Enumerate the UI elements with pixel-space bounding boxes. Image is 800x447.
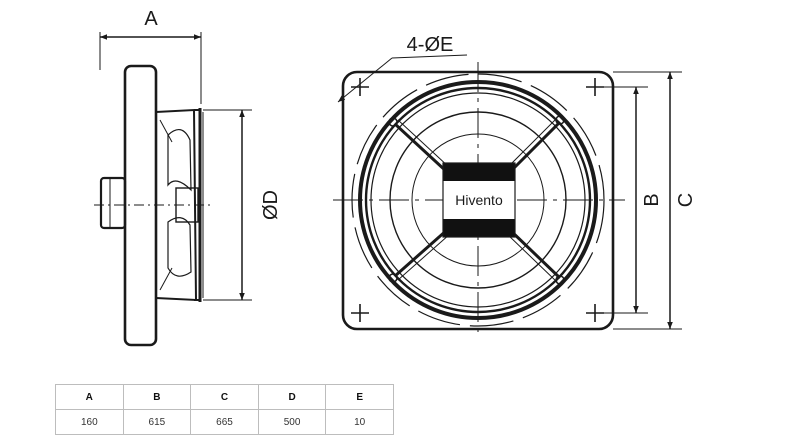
mounting-hole: [586, 304, 604, 322]
spec-table: A B C D E 160 615 665 500 10: [55, 384, 394, 435]
spec-value-b: 615: [122, 409, 192, 435]
side-motor-body: [99, 176, 127, 230]
spec-table-header-row: A B C D E: [55, 384, 394, 410]
spec-header-b: B: [122, 384, 192, 410]
guard-spoke: [508, 228, 562, 280]
side-fan-blade: [167, 217, 192, 277]
spec-header-a: A: [55, 384, 124, 410]
spec-value-d: 500: [257, 409, 327, 435]
spec-value-e: 10: [325, 409, 394, 435]
spec-header-c: C: [190, 384, 259, 410]
spec-header-e: E: [325, 384, 394, 410]
mounting-hole: [351, 304, 369, 322]
front-view: [333, 54, 682, 338]
spec-value-c: 665: [190, 409, 259, 435]
guard-spoke: [508, 120, 562, 174]
spec-header-d: D: [257, 384, 327, 410]
spec-value-a: 160: [55, 409, 124, 435]
spec-table-row: 160 615 665 500 10: [55, 409, 394, 435]
dim-a-label: A: [144, 8, 158, 30]
mounting-hole: [351, 78, 369, 96]
dim-e-leader: [391, 54, 468, 59]
guard-spoke: [393, 122, 449, 174]
guard-spoke: [394, 228, 448, 278]
dim-b-label: B: [641, 193, 663, 206]
dim-c-label: C: [675, 193, 697, 207]
dim-e-label: 4-ØE: [407, 34, 454, 56]
side-fan-blade: [167, 129, 192, 192]
side-view: [94, 32, 252, 347]
brand-badge: [442, 162, 516, 238]
dim-d-label: ØD: [260, 190, 282, 220]
mounting-hole: [586, 78, 604, 96]
brand-label: Hivento: [455, 192, 503, 208]
